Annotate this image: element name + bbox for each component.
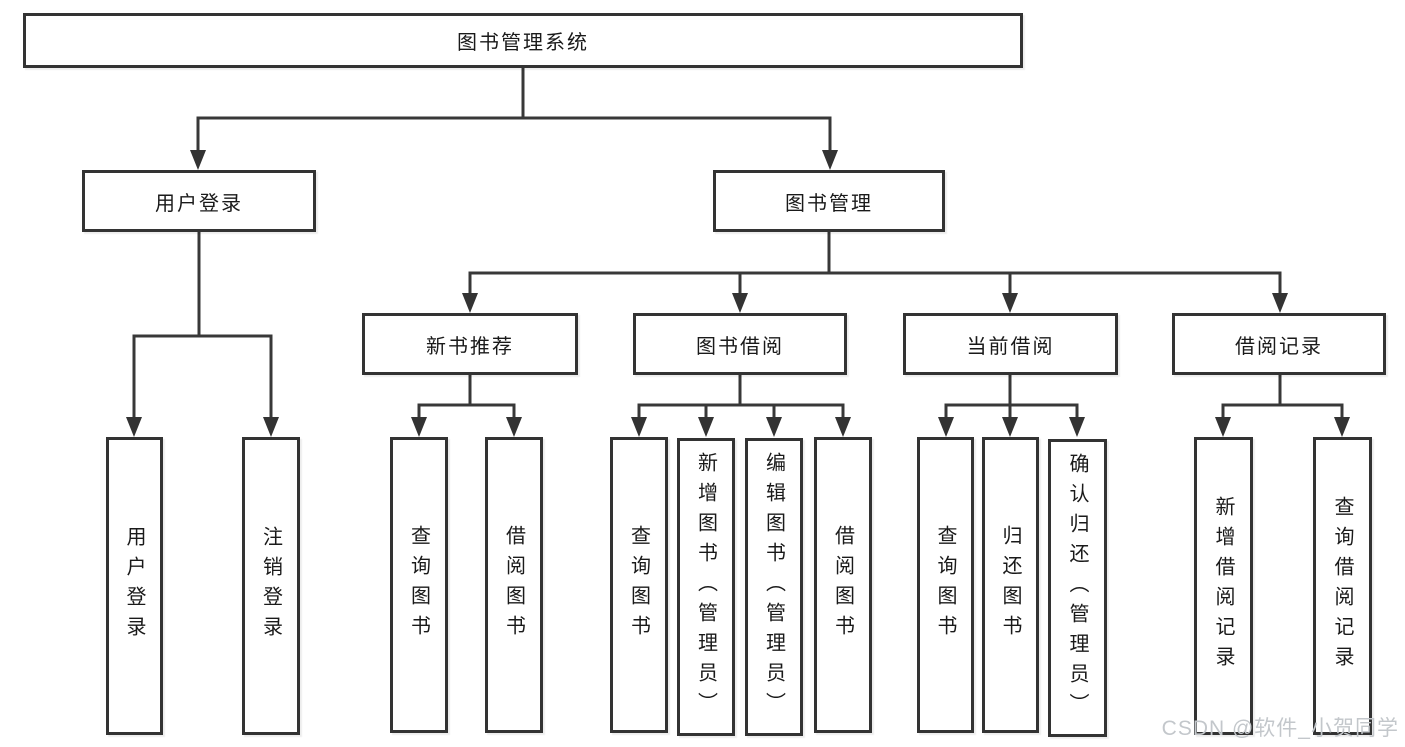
arrow-down-icon bbox=[263, 417, 279, 437]
arrow-down-icon bbox=[1002, 417, 1018, 437]
node-root: 图书管理系统 bbox=[23, 13, 1023, 68]
arrow-down-icon bbox=[1272, 293, 1288, 313]
leaf-records-query-record: 查询借阅记录 bbox=[1313, 437, 1372, 735]
leaf-records-add-record-label: 新增借阅记录 bbox=[1212, 496, 1234, 676]
leaf-current-confirm-return-admin: 确认归还（管理员） bbox=[1048, 439, 1107, 737]
node-new-book-recommend: 新书推荐 bbox=[362, 313, 578, 375]
arrow-down-icon bbox=[938, 417, 954, 437]
node-book-borrowing-label: 图书借阅 bbox=[696, 335, 784, 358]
arrow-down-icon bbox=[631, 417, 647, 437]
arrow-down-icon bbox=[1069, 417, 1085, 437]
node-current-borrowing: 当前借阅 bbox=[903, 313, 1118, 375]
leaf-user-login: 用户登录 bbox=[106, 437, 163, 735]
arrow-down-icon bbox=[506, 417, 522, 437]
leaf-recommend-query-books-label: 查询图书 bbox=[407, 525, 430, 645]
arrow-down-icon bbox=[1002, 293, 1018, 313]
leaf-current-query-books: 查询图书 bbox=[917, 437, 974, 733]
node-root-label: 图书管理系统 bbox=[457, 32, 589, 54]
connector-records-branch bbox=[1215, 373, 1350, 437]
arrow-down-icon bbox=[822, 150, 838, 170]
leaf-borrowing-query-books-label: 查询图书 bbox=[627, 525, 650, 645]
leaf-borrowing-add-books-admin-label: 新增图书（管理员） bbox=[694, 452, 717, 722]
leaf-recommend-borrow-books: 借阅图书 bbox=[485, 437, 543, 733]
leaf-records-add-record: 新增借阅记录 bbox=[1194, 437, 1253, 735]
leaf-records-query-record-label: 查询借阅记录 bbox=[1331, 496, 1353, 676]
leaf-current-return-books: 归还图书 bbox=[982, 437, 1039, 733]
leaf-borrowing-borrow-books-label: 借阅图书 bbox=[831, 525, 854, 645]
connector-current-branch bbox=[938, 373, 1085, 437]
watermark: CSDN @软件_小贺同学 bbox=[1161, 717, 1399, 740]
node-borrowing-records: 借阅记录 bbox=[1172, 313, 1386, 375]
leaf-borrowing-edit-books-admin: 编辑图书（管理员） bbox=[745, 438, 803, 736]
node-new-book-recommend-label: 新书推荐 bbox=[426, 335, 514, 358]
node-user-login-label: 用户登录 bbox=[155, 192, 243, 215]
arrow-down-icon bbox=[462, 293, 478, 313]
arrow-down-icon bbox=[190, 150, 206, 170]
leaf-recommend-query-books: 查询图书 bbox=[390, 437, 448, 733]
leaf-borrowing-borrow-books: 借阅图书 bbox=[814, 437, 872, 733]
node-book-borrowing: 图书借阅 bbox=[633, 313, 847, 375]
node-book-management-label: 图书管理 bbox=[785, 192, 873, 215]
leaf-current-confirm-return-admin-label: 确认归还（管理员） bbox=[1066, 453, 1088, 723]
arrow-down-icon bbox=[835, 417, 851, 437]
connector-user-branch bbox=[126, 230, 279, 437]
leaf-user-login-label: 用户登录 bbox=[123, 526, 145, 646]
leaf-recommend-borrow-books-label: 借阅图书 bbox=[502, 525, 525, 645]
node-book-management: 图书管理 bbox=[713, 170, 945, 232]
connector-root-branch bbox=[190, 66, 838, 170]
arrow-down-icon bbox=[1215, 417, 1231, 437]
leaf-borrowing-add-books-admin: 新增图书（管理员） bbox=[677, 438, 735, 736]
leaf-current-return-books-label: 归还图书 bbox=[999, 525, 1021, 645]
arrow-down-icon bbox=[126, 417, 142, 437]
arrow-down-icon bbox=[732, 293, 748, 313]
arrow-down-icon bbox=[411, 417, 427, 437]
node-borrowing-records-label: 借阅记录 bbox=[1235, 335, 1323, 358]
node-current-borrowing-label: 当前借阅 bbox=[966, 335, 1055, 358]
connector-mgmt-branch bbox=[462, 230, 1288, 313]
leaf-logout-label: 注销登录 bbox=[259, 526, 282, 646]
arrow-down-icon bbox=[766, 417, 782, 437]
arrow-down-icon bbox=[698, 417, 714, 437]
connector-recommend-branch bbox=[411, 373, 522, 437]
node-user-login: 用户登录 bbox=[82, 170, 316, 232]
arrow-down-icon bbox=[1334, 417, 1350, 437]
connector-borrowing-branch bbox=[631, 373, 851, 437]
leaf-logout: 注销登录 bbox=[242, 437, 300, 735]
leaf-borrowing-query-books: 查询图书 bbox=[610, 437, 668, 733]
leaf-borrowing-edit-books-admin-label: 编辑图书（管理员） bbox=[762, 452, 785, 722]
leaf-current-query-books-label: 查询图书 bbox=[934, 525, 956, 645]
